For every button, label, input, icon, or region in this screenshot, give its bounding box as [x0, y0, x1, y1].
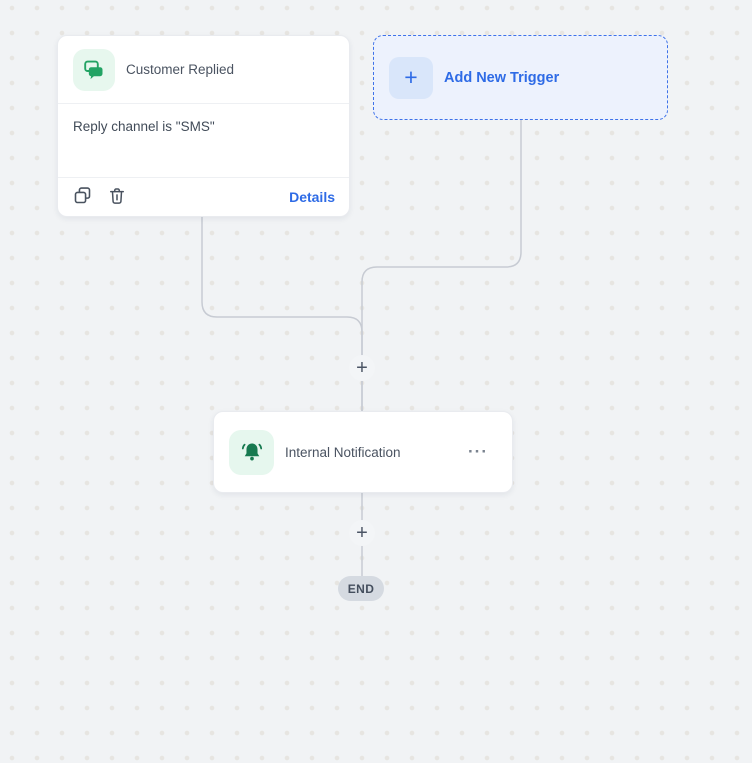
insert-step-button-bottom[interactable]: + [349, 520, 375, 546]
plus-icon: + [389, 56, 433, 99]
copy-icon [72, 185, 93, 209]
action-card-internal-notification[interactable]: Internal Notification ··· [213, 411, 513, 493]
ellipsis-icon: ··· [468, 442, 488, 461]
add-new-trigger-button[interactable]: + Add New Trigger [373, 35, 668, 120]
card-menu-button[interactable]: ··· [466, 443, 490, 461]
insert-step-button-top[interactable]: + [349, 355, 375, 381]
plus-glyph: + [404, 64, 418, 90]
plus-icon: + [356, 357, 368, 379]
trigger-card-footer: Details [58, 178, 349, 216]
trigger-condition-text: Reply channel is "SMS" [73, 119, 215, 134]
chat-bubbles-icon [73, 48, 115, 91]
end-node-label: END [347, 581, 375, 596]
details-link[interactable]: Details [289, 189, 335, 205]
bell-icon [229, 429, 274, 475]
connector-add-trigger-to-merge [361, 120, 522, 411]
trigger-card-body: Reply channel is "SMS" [58, 104, 349, 178]
end-node: END [338, 576, 384, 601]
trigger-card-customer-replied[interactable]: Customer Replied Reply channel is "SMS" [57, 35, 350, 217]
connector-trigger-to-merge [201, 217, 363, 411]
add-new-trigger-label: Add New Trigger [444, 69, 560, 86]
trigger-card-title: Customer Replied [126, 62, 235, 77]
action-card-title: Internal Notification [285, 444, 401, 460]
duplicate-button[interactable] [72, 185, 93, 209]
delete-button[interactable] [107, 186, 127, 209]
trash-icon [107, 186, 127, 209]
plus-icon: + [356, 522, 368, 544]
trigger-card-header: Customer Replied [58, 36, 349, 104]
